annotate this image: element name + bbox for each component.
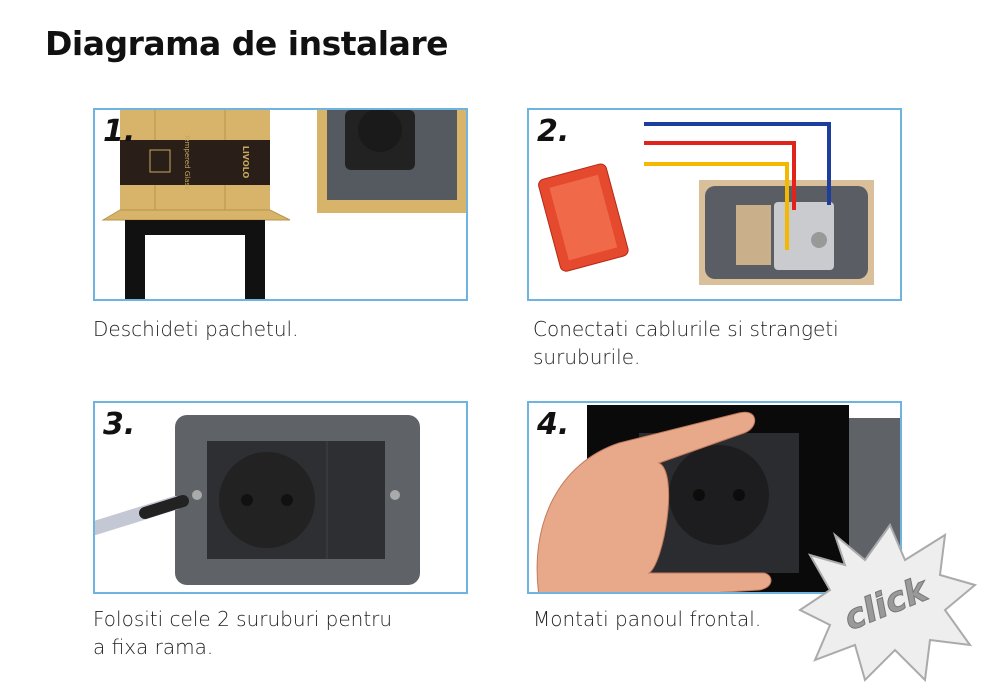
step-3-caption: Folositi cele 2 suruburi pentru a fixa r… (93, 605, 392, 661)
step-1-panel: 1. Tempered Glass LIVOLO (93, 108, 468, 301)
caption-line: a fixa rama. (93, 635, 214, 659)
step-3-panel: 3. (93, 401, 468, 594)
package-glass-label: Tempered Glass (183, 133, 191, 190)
step-2-panel: 2. (527, 108, 902, 301)
caption-line: Conectati cablurile si strangeti (533, 317, 839, 341)
step-number: 3. (103, 407, 136, 442)
wiring-illustration (538, 122, 874, 285)
caption-line: suruburile. (533, 345, 641, 369)
caption-line: Folositi cele 2 suruburi pentru (93, 607, 393, 631)
step-number: 2. (537, 114, 570, 149)
screw-frame-illustration (95, 415, 420, 585)
step-number: 4. (537, 407, 570, 442)
step-2-caption: Conectati cablurile si strangeti surubur… (533, 315, 839, 371)
step-4-caption: Montati panoul frontal. (533, 607, 762, 631)
page-title: Diagrama de instalare (45, 24, 449, 63)
step-1-caption: Deschideti pachetul. (93, 317, 299, 341)
package-illustration: Tempered Glass LIVOLO (101, 110, 466, 299)
step-number: 1. (103, 114, 136, 149)
click-starburst-badge: click (798, 522, 978, 683)
package-brand-label: LIVOLO (241, 146, 250, 179)
